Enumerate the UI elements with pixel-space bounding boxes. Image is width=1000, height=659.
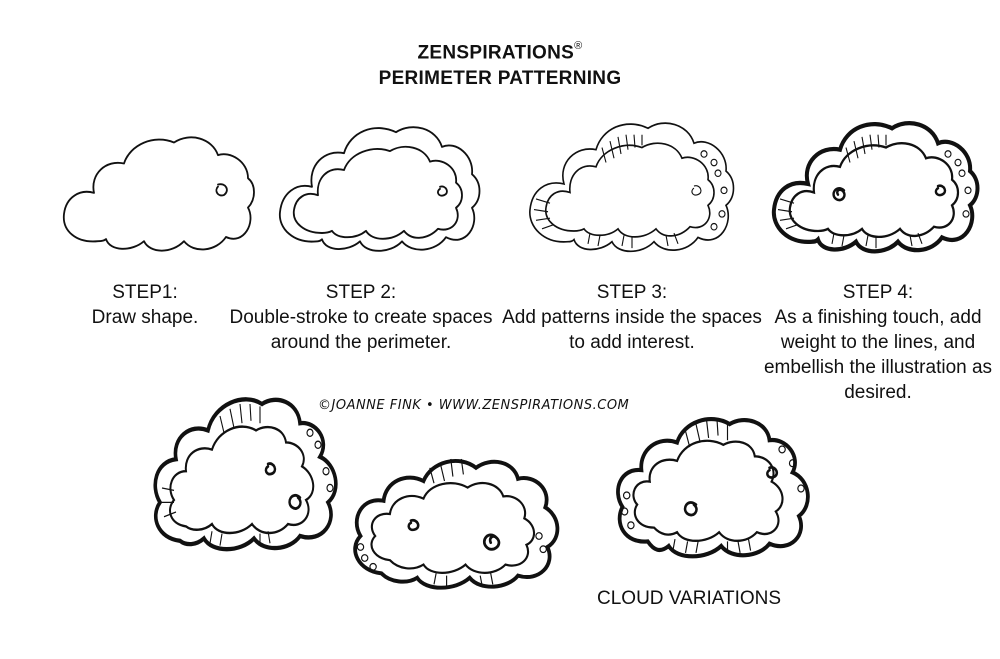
cloud-double-stroke-icon [279, 126, 481, 252]
copyright-credit: ©JOANNE FINK • WWW.ZENSPIRATIONS.COM [318, 398, 630, 413]
step-3: STEP 3: Add patterns inside the spaces t… [502, 280, 762, 355]
cloud-patterned-icon [529, 122, 735, 253]
step-description: Add patterns inside the spaces to add in… [502, 307, 762, 353]
page-subtitle: PERIMETER PATTERNING [378, 68, 622, 89]
cloud-variation-left-icon [153, 397, 338, 552]
trademark-symbol: ® [574, 40, 583, 52]
cloud-variations-label: CLOUD VARIATIONS [597, 588, 782, 609]
step-heading: STEP 3: [596, 282, 668, 303]
step-heading: STEP 4: [842, 282, 914, 303]
brand-title: ZENSPIRATIONS [417, 42, 575, 64]
step-4: STEP 4: As a finishing touch, add weight… [758, 280, 998, 405]
step-description: Draw shape. [91, 307, 199, 328]
step-1: STEP1: Draw shape. [60, 280, 230, 330]
step-heading: STEP 2: [325, 282, 397, 303]
cloud-variation-right-icon [616, 417, 810, 559]
step-2: STEP 2: Double-stroke to create spaces a… [218, 280, 504, 355]
cloud-embellished-icon [771, 120, 980, 254]
step-description: Double-stroke to create spaces around th… [229, 307, 493, 353]
cloud-outline-icon [63, 136, 255, 252]
step-heading: STEP1: [112, 282, 178, 303]
step-description: As a finishing touch, add weight to the … [763, 307, 993, 403]
page-title: ZENSPIRATIONS® [0, 40, 1000, 64]
cloud-variation-middle-icon [353, 458, 560, 590]
